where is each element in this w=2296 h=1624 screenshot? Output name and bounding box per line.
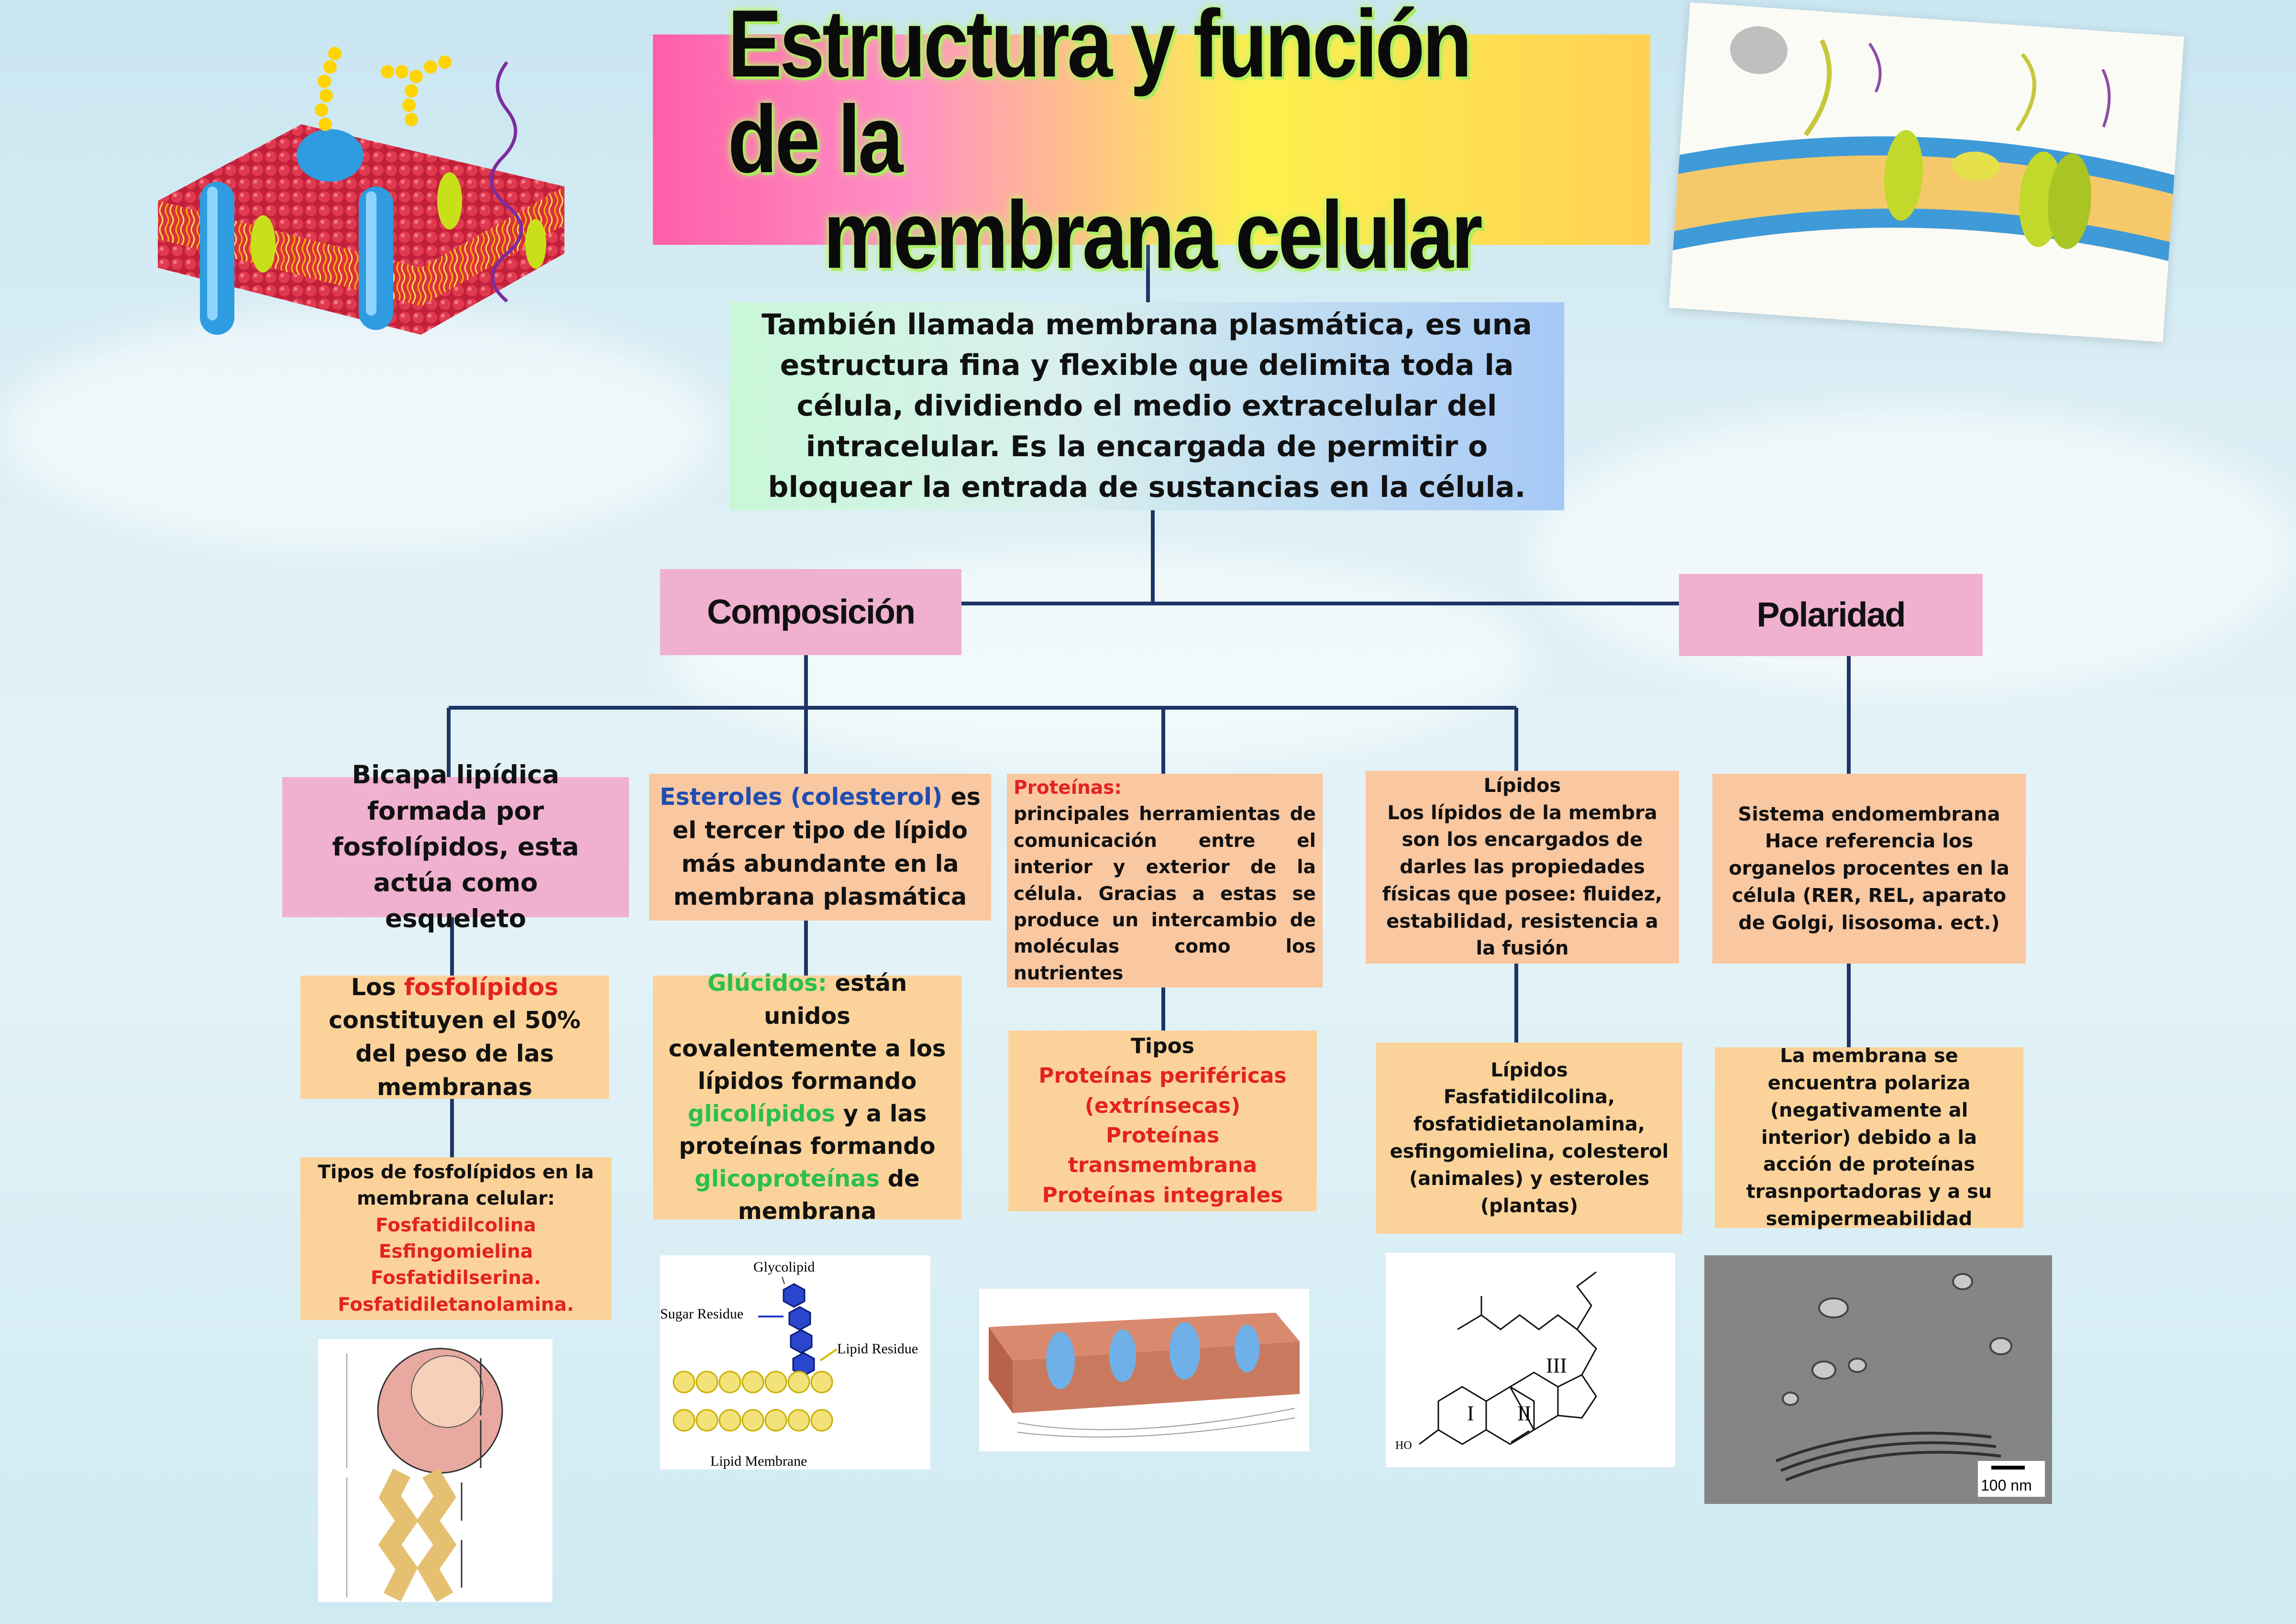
glycolipid-diagram: Glycolipid Sugar Residue Lipid Residue L… bbox=[660, 1255, 930, 1470]
bicapa-text: Bicapa lipídica formada por fosfolípidos… bbox=[332, 760, 579, 934]
tipos-proteinas-box: Tipos Proteínas periféricas (extrínsecas… bbox=[1008, 1031, 1317, 1211]
polaridad-texto-box: La membrana se encuentra polariza (negat… bbox=[1715, 1045, 2023, 1230]
sistema-heading: Sistema endomembrana bbox=[1738, 803, 2000, 825]
ring-label-iii: III bbox=[1546, 1354, 1567, 1377]
tipo-proteina-item: Proteínas transmembrana bbox=[1068, 1123, 1258, 1178]
glucidos-box: Glúcidos: están unidos covalentemente a … bbox=[653, 970, 961, 1225]
esteroles-box: Esteroles (colesterol) es el tercer tipo… bbox=[649, 774, 991, 921]
proteinas-text: principales herramientas de comunicación… bbox=[1014, 803, 1316, 984]
glycolipid-title: Glycolipid bbox=[753, 1259, 815, 1275]
cholesterol-structure: I II III HO bbox=[1386, 1253, 1675, 1467]
membrane-3d-illustration bbox=[144, 43, 588, 344]
lipid-membrane-label: Lipid Membrane bbox=[710, 1453, 807, 1469]
proteinas-heading: Proteínas: bbox=[1014, 777, 1122, 799]
glucidos-text-1: están unidos covalentemente a los lípido… bbox=[668, 970, 946, 1095]
polaridad-text: La membrana se encuentra polariza (negat… bbox=[1746, 1045, 1992, 1230]
membrane-protein-illustration bbox=[979, 1289, 1309, 1451]
category-composicion-label: Composición bbox=[706, 593, 916, 631]
tipos-fosfolipidos-box: Tipos de fosfolípidos en la membrana cel… bbox=[300, 1157, 611, 1320]
sugar-residue-label: Sugar Residue bbox=[660, 1306, 743, 1322]
sistema-text: Hace referencia los organelos procentes … bbox=[1729, 830, 2009, 934]
fosfolipidos-post: constituyen el 50% del peso de las membr… bbox=[329, 1007, 581, 1101]
tipo-fosfolipido-item: Esfingomielina bbox=[378, 1241, 533, 1262]
category-polaridad-label: Polaridad bbox=[1756, 595, 1906, 634]
glicolipidos-highlight: glicolípidos bbox=[687, 1100, 836, 1127]
bicapa-lipidica-box: Bicapa lipídica formada por fosfolípidos… bbox=[282, 760, 629, 933]
membrane-bilayer-illustration bbox=[1668, 2, 2185, 342]
glucidos-text: Glúcidos: están unidos covalentemente a … bbox=[667, 967, 947, 1228]
hydroxyl-label: HO bbox=[1395, 1439, 1412, 1452]
glucidos-text-2: y a las proteínas formando bbox=[679, 1100, 936, 1160]
fosfolipidos-highlight: fosfolípidos bbox=[404, 973, 559, 1001]
lipid-residue-label: Lipid Residue bbox=[837, 1341, 918, 1357]
lipidos-text: Los lípidos de la membra son los encarga… bbox=[1382, 801, 1663, 960]
fosfolipidos-pre: Los bbox=[351, 973, 404, 1001]
category-composicion: Composición bbox=[660, 569, 961, 655]
tipo-proteina-item: Proteínas periféricas (extrínsecas) bbox=[1038, 1064, 1287, 1118]
glucidos-heading: Glúcidos: bbox=[707, 970, 827, 997]
glucidos-text-3: de membrana bbox=[738, 1165, 920, 1225]
tipo-proteina-item: Proteínas integrales bbox=[1042, 1183, 1283, 1207]
intro-text: También llamada membrana plasmática, es … bbox=[762, 307, 1532, 505]
scale-bar-label: 100 nm bbox=[1981, 1477, 2032, 1494]
lipidos-lista-heading: Lípidos bbox=[1490, 1059, 1568, 1081]
fosfolipidos-text: Los fosfolípidos constituyen el 50% del … bbox=[310, 971, 599, 1104]
electron-micrograph: 100 nm bbox=[1704, 1255, 2052, 1504]
tipo-fosfolipido-item: Fosfatidilcolina bbox=[375, 1214, 536, 1236]
background-cloud bbox=[0, 311, 718, 550]
category-polaridad: Polaridad bbox=[1679, 574, 1983, 656]
ring-label-i: I bbox=[1467, 1402, 1474, 1425]
tipos-fosfolipidos-heading: Tipos de fosfolípidos en la membrana cel… bbox=[318, 1161, 594, 1210]
lipidos-heading: Lípidos bbox=[1483, 774, 1561, 797]
tipos-proteinas-heading: Tipos bbox=[1130, 1033, 1194, 1058]
esteroles-highlight: Esteroles (colesterol) bbox=[660, 783, 943, 811]
intro-definition: También llamada membrana plasmática, es … bbox=[729, 302, 1564, 510]
glicoproteinas-highlight: glicoproteínas bbox=[695, 1165, 880, 1193]
lipidos-box: Lípidos Los lípidos de la membra son los… bbox=[1366, 771, 1679, 964]
lipidos-lista-box: Lípidos Fasfatidilcolina, fosfatidietano… bbox=[1376, 1042, 1682, 1234]
tipo-fosfolipido-item: Fosfatidiletanolamina. bbox=[338, 1294, 574, 1316]
lipidos-lista-text: Fasfatidilcolina, fosfatidietanolamina, … bbox=[1390, 1086, 1669, 1217]
sistema-endomembrana-box: Sistema endomembrana Hace referencia los… bbox=[1712, 774, 2026, 964]
fosfolipidos-box: Los fosfolípidos constituyen el 50% del … bbox=[300, 974, 609, 1101]
proteinas-box: Proteínas: principales herramientas de c… bbox=[1007, 774, 1323, 988]
title-line-2: membrana celular bbox=[823, 182, 1483, 288]
page-title: Estructura y función de la membrana celu… bbox=[653, 0, 1650, 283]
tipo-fosfolipido-item: Fosfatidilserina. bbox=[370, 1267, 541, 1289]
esteroles-post: es el tercer tipo de lípido más abundant… bbox=[673, 783, 981, 911]
esteroles-text: Esteroles (colesterol) es el tercer tipo… bbox=[659, 780, 982, 913]
phospholipid-diagram bbox=[318, 1339, 552, 1602]
title-line-1: Estructura y función de la bbox=[728, 0, 1472, 193]
ring-label-ii: II bbox=[1517, 1402, 1531, 1425]
